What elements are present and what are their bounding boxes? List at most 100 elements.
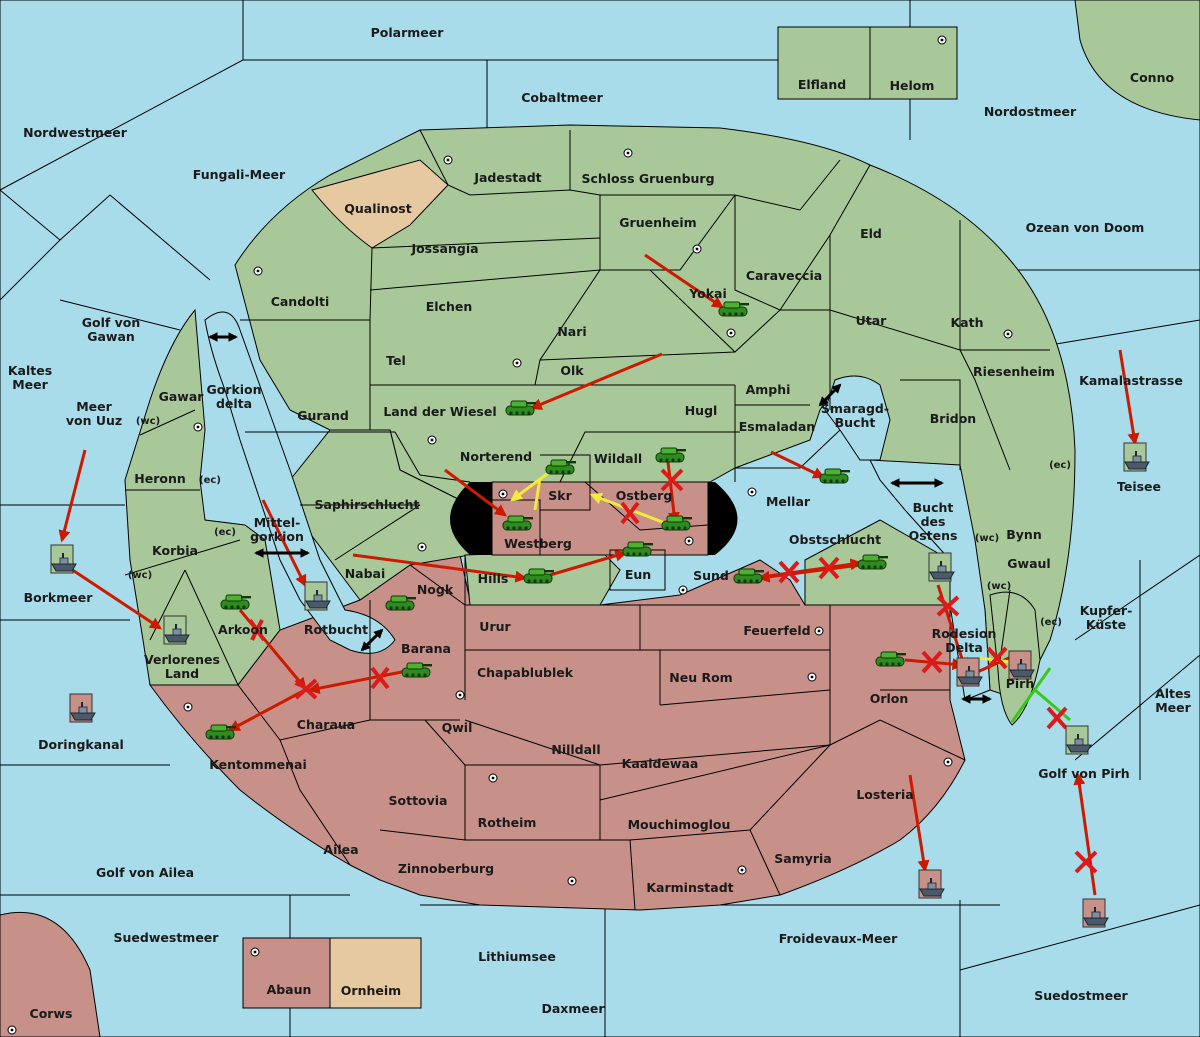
label-teisee: Teisee <box>1117 479 1161 494</box>
label-utar: Utar <box>856 313 888 328</box>
region-corws[interactable] <box>0 911 101 1037</box>
fleet-unit-icon <box>304 581 331 611</box>
label-mellar: Mellar <box>766 494 811 509</box>
supply-center-icon <box>253 266 263 276</box>
label-riesenheim: Riesenheim <box>973 364 1055 379</box>
label-jadestadt: Jadestadt <box>473 170 541 185</box>
army-unit-icon <box>545 459 577 475</box>
army-unit-icon <box>401 662 433 678</box>
label-mouchimoglou: Mouchimoglou <box>628 817 731 832</box>
label-saphirschlucht: Saphirschlucht <box>315 497 420 512</box>
army-unit-icon <box>718 301 750 317</box>
failed-x-icon <box>778 560 800 584</box>
label-gruenheim: Gruenheim <box>619 215 696 230</box>
central-fortress <box>450 481 738 556</box>
label-suedostmeer: Suedostmeer <box>1034 988 1128 1003</box>
supply-center-icon <box>183 702 193 712</box>
supply-center-icon <box>807 672 817 682</box>
label-kaltes-meer-2: Meer <box>12 377 48 392</box>
label-rotheim: Rotheim <box>478 815 537 830</box>
label-meer-von-uuz-1: Meer <box>76 399 112 414</box>
fleet-unit-icon <box>918 869 945 899</box>
label-obstschlucht: Obstschlucht <box>789 532 881 547</box>
supply-center-icon <box>623 148 633 158</box>
label-verlorenes-land-1: Verlorenes <box>144 652 220 667</box>
label-lithiumsee: Lithiumsee <box>478 949 556 964</box>
failed-x-icon <box>986 646 1008 670</box>
failed-x-icon <box>818 556 840 580</box>
fleet-unit-icon <box>1123 442 1150 472</box>
label-golf-von-gawan-2: Gawan <box>87 329 135 344</box>
order-arrows <box>58 253 1140 896</box>
label-heronn: Heronn <box>134 471 186 486</box>
army-unit-icon <box>385 595 417 611</box>
label-schloss-gruenburg: Schloss Gruenburg <box>581 171 714 186</box>
supply-center-icon <box>498 489 508 499</box>
label-corws: Corws <box>30 1006 73 1021</box>
label-tel: Tel <box>386 353 406 368</box>
supply-center-icon <box>1003 329 1013 339</box>
label-feuerfeld: Feuerfeld <box>743 623 810 638</box>
label-verlorenes-land-2: Land <box>165 666 199 681</box>
supply-center-icon <box>692 244 702 254</box>
fleet-unit-icon <box>163 615 190 645</box>
label-polarmeer: Polarmeer <box>371 25 445 40</box>
label-skr: Skr <box>548 488 572 503</box>
label-hugl: Hugl <box>685 403 718 418</box>
label-ostberg: Ostberg <box>616 488 673 503</box>
label-sund: Sund <box>693 568 729 583</box>
label-eld: Eld <box>860 226 882 241</box>
label-jossangia: Jossangia <box>410 241 478 256</box>
fleet-unit-icon <box>50 544 77 574</box>
province-borders <box>124 129 1050 911</box>
army-unit-icon <box>220 594 252 610</box>
supply-center-icon <box>943 757 953 767</box>
failed-x-icon <box>1074 850 1098 874</box>
label-qualinost: Qualinost <box>344 201 411 216</box>
label-bucht-des-ostens-2: des <box>921 514 946 529</box>
supply-center-icon <box>737 865 747 875</box>
fleet-unit-icon <box>1082 898 1109 928</box>
label-kamalastrasse: Kamalastrasse <box>1079 373 1183 388</box>
label-bucht-des-ostens-1: Bucht <box>913 500 954 515</box>
label-golf-von-gawan-1: Golf von <box>82 315 141 330</box>
label-borkmeer: Borkmeer <box>24 590 94 605</box>
label-gwaul-wc: (wc) <box>987 581 1011 592</box>
region-elfland[interactable] <box>777 26 871 100</box>
label-elfland: Elfland <box>798 77 846 92</box>
supply-center-icon <box>678 585 688 595</box>
supply-center-icon <box>193 422 203 432</box>
label-bynn-wc: (wc) <box>975 533 999 544</box>
failed-x-icon <box>921 650 943 674</box>
label-ailea: Ailea <box>323 842 358 857</box>
supply-centers <box>7 35 1013 1035</box>
sea-gorkion-channel[interactable] <box>204 311 396 654</box>
supply-center-icon <box>250 947 260 957</box>
label-bynn: Bynn <box>1006 527 1041 542</box>
label-nordostmeer: Nordostmeer <box>984 104 1077 119</box>
label-chapablublek: Chapablublek <box>477 665 574 680</box>
region-ornheim[interactable] <box>329 937 422 1009</box>
label-gorkion-delta-1: Gorkion <box>206 382 261 397</box>
label-gwaul-ec: (ec) <box>1040 617 1062 628</box>
label-korbia-ec: (ec) <box>214 527 236 538</box>
supply-center-icon <box>7 1025 17 1035</box>
label-losteria: Losteria <box>856 787 913 802</box>
label-ozean-von-doom: Ozean von Doom <box>1026 220 1145 235</box>
supply-center-icon <box>567 876 577 886</box>
label-nari: Nari <box>557 324 586 339</box>
label-kupfer-kueste-2: Küste <box>1086 617 1126 632</box>
label-cobaltmeer: Cobaltmeer <box>521 90 603 105</box>
label-nilldall: Nilldall <box>551 742 600 757</box>
fleet-unit-icon <box>1008 650 1035 680</box>
label-golf-von-ailea: Golf von Ailea <box>96 865 194 880</box>
fleet-unit-icon <box>956 657 983 687</box>
label-kaltes-meer-1: Kaltes <box>8 363 52 378</box>
supply-center-icon <box>443 155 453 165</box>
label-charaua: Charaua <box>297 717 355 732</box>
label-ornheim: Ornheim <box>341 983 401 998</box>
label-arkoon: Arkoon <box>218 622 268 637</box>
label-nabai: Nabai <box>345 566 386 581</box>
region-qualinost[interactable] <box>311 159 449 249</box>
